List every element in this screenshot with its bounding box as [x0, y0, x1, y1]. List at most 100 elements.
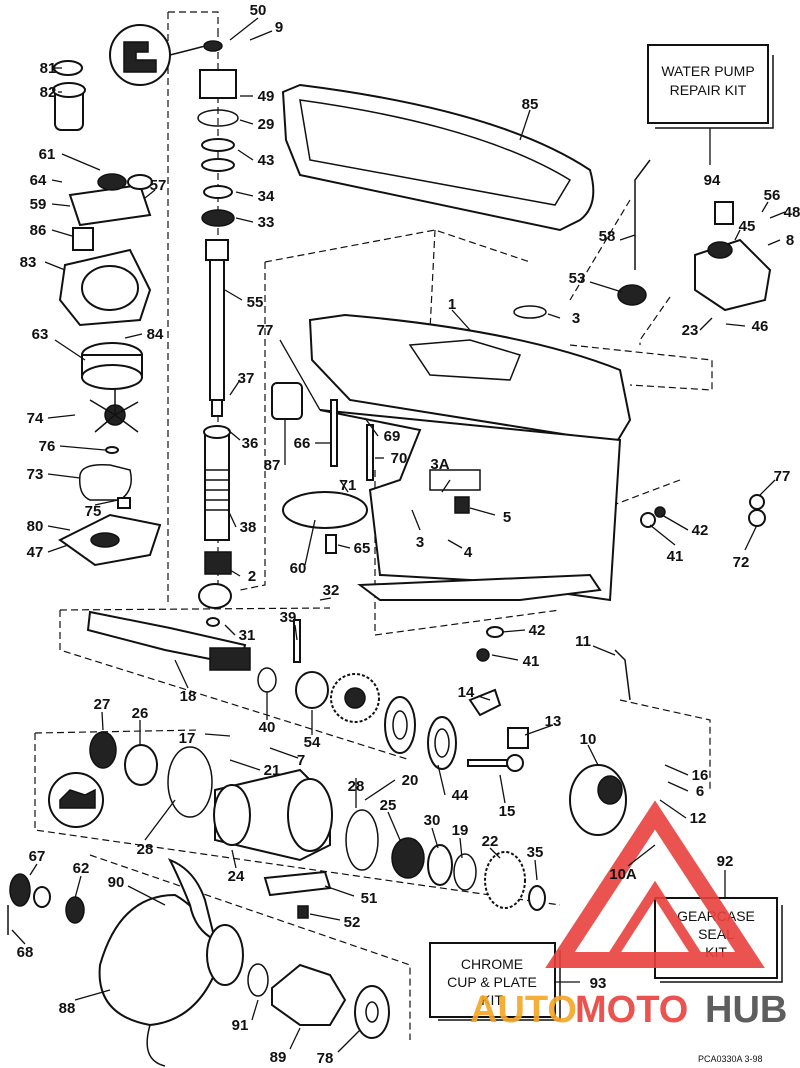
leader-line: [235, 217, 254, 223]
leader-line: [59, 445, 106, 451]
callout-55: 55: [247, 294, 264, 311]
callout-60: 60: [290, 560, 307, 577]
callout-84: 84: [147, 326, 164, 343]
leader-line: [47, 414, 76, 419]
callout-56: 56: [764, 187, 781, 204]
leader-line: [725, 323, 746, 327]
watermark-auto: AUTO: [470, 989, 577, 1031]
chrome-cup-kit-box: CHROME CUP & PLATE KIT: [429, 942, 561, 1021]
leader-line: [94, 499, 119, 506]
leader-line: [224, 624, 236, 636]
leader-line: [204, 733, 231, 737]
callout-5: 5: [503, 509, 511, 526]
callout-50: 50: [250, 2, 267, 19]
callout-64: 64: [30, 172, 47, 189]
automotohub-logo: AUTO MOTO HUB: [470, 800, 787, 1031]
diagram-code: PCA0330A 3-98: [698, 1054, 763, 1064]
callout-43: 43: [258, 152, 275, 169]
callout-67: 67: [29, 848, 46, 865]
leader-line: [744, 524, 758, 551]
callout-73: 73: [27, 466, 44, 483]
callout-51: 51: [361, 890, 378, 907]
leader-line: [734, 229, 741, 241]
leader-line: [54, 339, 86, 361]
leader-line: [649, 524, 676, 546]
leader-line: [447, 539, 463, 549]
leader-line: [47, 473, 81, 479]
leader-line: [547, 313, 561, 319]
callout-70: 70: [391, 450, 408, 467]
callout-44: 44: [452, 787, 469, 804]
callout-2: 2: [248, 568, 256, 585]
leader-line: [11, 929, 26, 945]
callout-86: 86: [30, 222, 47, 239]
leader-line: [767, 239, 781, 246]
callout-54: 54: [304, 734, 321, 751]
leader-line: [459, 837, 463, 859]
callout-85: 85: [522, 96, 539, 113]
callout-24: 24: [228, 868, 245, 885]
leader-line: [769, 211, 786, 219]
leader-line: [451, 309, 471, 331]
callout-90: 90: [108, 874, 125, 891]
parts-artwork: [7, 24, 772, 1067]
leader-line: [664, 764, 689, 776]
leader-line: [337, 1029, 361, 1053]
leader-line: [29, 863, 38, 876]
chrome-cup-kit-line1: CHROME: [461, 956, 523, 972]
callout-18: 18: [180, 688, 197, 705]
callout-1: 1: [448, 296, 456, 313]
callout-37: 37: [238, 370, 255, 387]
leader-line: [699, 317, 713, 331]
leader-line: [411, 509, 421, 531]
callout-76: 76: [39, 438, 56, 455]
callout-34: 34: [258, 188, 275, 205]
leader-line: [101, 711, 104, 731]
water-pump-kit-line2: REPAIR KIT: [670, 82, 747, 98]
leader-line: [229, 759, 261, 771]
callout-81: 81: [40, 60, 57, 77]
watermark-moto: MOTO: [575, 989, 688, 1031]
water-pump-kit-line1: WATER PUMP: [661, 63, 754, 79]
leader-line: [269, 747, 299, 759]
callout-57: 57: [150, 177, 167, 194]
callout-45: 45: [739, 218, 756, 235]
callout-39: 39: [280, 609, 297, 626]
callout-80: 80: [27, 518, 44, 535]
leader-line: [44, 261, 66, 271]
leader-line: [589, 281, 623, 293]
leader-line: [319, 597, 332, 601]
kit-ref-94: 94: [704, 172, 721, 189]
callout-66: 66: [294, 435, 311, 452]
leader-line: [337, 544, 351, 549]
callout-63: 63: [32, 326, 49, 343]
leader-line: [47, 544, 69, 553]
callout-32: 32: [323, 582, 340, 599]
chrome-cup-kit-line2: CUP & PLATE: [447, 974, 537, 990]
callout-7: 7: [297, 752, 305, 769]
watermark-hub: HUB: [705, 989, 787, 1031]
callout-83: 83: [20, 254, 37, 271]
kit-leaders: [555, 128, 726, 983]
callout-40: 40: [259, 719, 276, 736]
leader-line: [224, 289, 243, 301]
leader-line: [144, 189, 156, 199]
callout-26: 26: [132, 705, 149, 722]
leader-line: [501, 629, 526, 633]
callout-22: 22: [482, 833, 499, 850]
callout-3: 3: [572, 310, 580, 327]
leader-line: [627, 844, 656, 867]
leader-line: [324, 885, 355, 897]
leader-line: [174, 659, 189, 689]
water-pump-kit-box: WATER PUMP REPAIR KIT: [647, 44, 774, 129]
leader-line: [249, 30, 273, 41]
leader-line: [61, 153, 101, 171]
leader-line: [364, 779, 396, 801]
callout-3a: 3A: [430, 456, 449, 473]
leader-line: [47, 525, 71, 531]
chrome-cup-kit-line3: KIT: [481, 992, 503, 1008]
leader-line: [229, 569, 241, 577]
leader-line: [339, 479, 349, 493]
